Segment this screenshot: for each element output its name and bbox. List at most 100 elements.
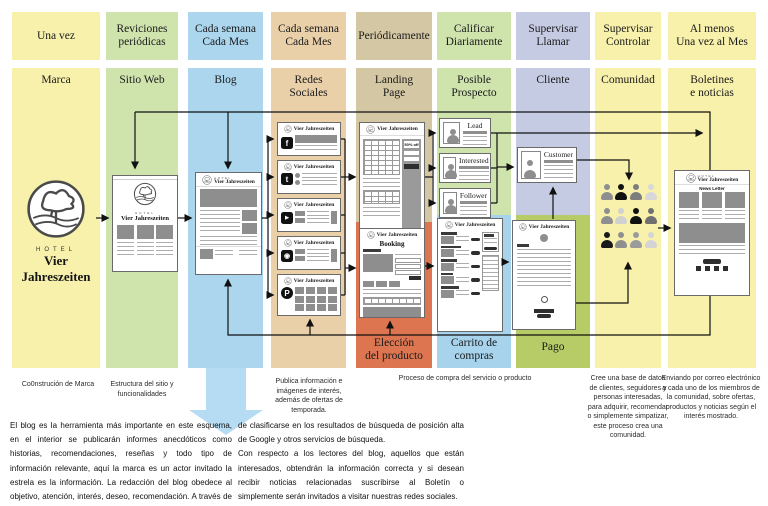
person-icon xyxy=(446,129,459,143)
placeholder xyxy=(441,232,457,235)
checkout-button[interactable] xyxy=(484,246,497,250)
label-pago: Pago xyxy=(541,341,565,353)
placeholder xyxy=(517,244,529,247)
website-text-columns xyxy=(113,239,177,255)
facebook-icon[interactable] xyxy=(696,266,701,271)
label-redes: Redes Sociales xyxy=(289,74,328,99)
buy-button[interactable] xyxy=(471,291,480,296)
brand-word: HOTEL xyxy=(214,175,232,180)
brand-name: Vier Jahreszeiten xyxy=(120,215,170,222)
placeholder xyxy=(441,245,461,248)
placeholder xyxy=(363,288,421,295)
rate-table xyxy=(363,139,400,175)
header-reviciones: Reviciones periódicas xyxy=(106,12,178,60)
placeholder xyxy=(242,223,257,234)
input-field[interactable] xyxy=(395,263,421,269)
placeholder xyxy=(295,249,329,262)
instagram-icon[interactable] xyxy=(714,266,719,271)
placeholder xyxy=(459,201,487,204)
placeholder xyxy=(484,237,497,246)
brand-name: Vier Jahreszeiten xyxy=(697,176,739,183)
input-field[interactable] xyxy=(404,151,419,155)
twitter-icon[interactable] xyxy=(705,266,710,271)
brand-word: HOTEL xyxy=(35,247,76,253)
brand-name: Vier Jahreszeiten xyxy=(376,231,418,238)
pinterest-icon[interactable] xyxy=(723,266,728,271)
placeholder xyxy=(441,272,453,275)
blog-body xyxy=(196,209,261,235)
placeholder xyxy=(307,217,329,223)
placeholder xyxy=(543,165,573,179)
person-icon xyxy=(644,232,657,248)
input-field[interactable] xyxy=(395,257,421,263)
placeholder xyxy=(441,259,457,262)
brand-word: HOTEL xyxy=(134,211,155,215)
avatar xyxy=(295,180,300,185)
card-brand: Vier Jahreszeiten xyxy=(278,123,340,134)
youtube-card: Vier Jahreszeiten ▶ xyxy=(277,198,341,232)
person-icon xyxy=(644,184,657,200)
photo-frame xyxy=(443,157,457,179)
placeholder xyxy=(456,263,469,270)
brand-name: Vier Jahreszeiten xyxy=(21,253,91,284)
pinterest-icon: P xyxy=(281,287,293,299)
input-field[interactable] xyxy=(395,269,421,275)
offer-button[interactable] xyxy=(703,259,721,264)
placeholder xyxy=(456,290,469,297)
customer-card: Customer xyxy=(517,147,577,183)
room-list xyxy=(441,232,480,298)
placeholder xyxy=(679,210,699,220)
photo-frame xyxy=(443,122,460,144)
placeholder xyxy=(113,176,177,180)
avatar xyxy=(295,173,300,178)
person-icon xyxy=(600,232,613,248)
placeholder xyxy=(316,295,327,303)
paragraph-right-a: de clasificarse en los resultados de bús… xyxy=(238,421,464,445)
cart-body xyxy=(438,230,502,300)
card-brand: Vier Jahreszeiten xyxy=(513,221,575,232)
placeholder xyxy=(295,304,305,311)
input-field[interactable] xyxy=(404,157,419,161)
brand-name: Vier Jahreszeiten xyxy=(377,126,418,132)
placeholder xyxy=(295,135,337,151)
brand-name: Vier Jahreszeiten xyxy=(293,201,335,208)
caption-sitio-web: Estructura del sitio y funcionalidades xyxy=(110,381,174,398)
buy-button[interactable] xyxy=(471,278,480,282)
label-marca: Marca xyxy=(41,74,71,86)
label-blog: Blog xyxy=(214,74,237,86)
pinterest-content: P xyxy=(278,286,340,312)
tweet-row xyxy=(295,173,337,178)
calendar xyxy=(363,190,400,204)
card-brand: Vier Jahreszeiten xyxy=(360,229,424,240)
community-people xyxy=(600,184,658,248)
newsletter-social-icons xyxy=(675,266,749,271)
paragraph-blog-right: de clasificarse en los resultados de bús… xyxy=(238,419,464,504)
card-brand: Vier Jahreszeiten xyxy=(360,123,424,136)
cta-button[interactable] xyxy=(404,164,419,169)
placeholder xyxy=(679,245,745,257)
youtube-icon: ▶ xyxy=(281,211,293,224)
hotel-logo-icon xyxy=(284,239,292,247)
caption-proceso: Proceso de compra del servicio o product… xyxy=(398,375,532,382)
prospect-title: Follower xyxy=(459,191,487,200)
hotel-logo-icon xyxy=(367,231,375,239)
placeholder xyxy=(305,287,316,294)
blog-highlight-arrow xyxy=(206,368,246,410)
brand-name: Vier Jahreszeiten xyxy=(293,163,335,170)
buy-button[interactable] xyxy=(471,251,480,255)
placeholder xyxy=(517,248,571,287)
placeholder xyxy=(215,250,233,258)
confirm-button[interactable] xyxy=(537,313,551,318)
placeholder xyxy=(331,211,337,224)
buy-button[interactable] xyxy=(471,237,480,242)
book-button[interactable] xyxy=(409,275,421,280)
thumbnail xyxy=(295,255,305,261)
paragraph-right-b: Con respecto a los lectores del blog, aq… xyxy=(238,449,464,502)
header-supervisar-controlar: Supervisar Controlar xyxy=(595,12,661,60)
calendar-strip xyxy=(363,296,421,305)
buy-button[interactable] xyxy=(471,264,480,269)
secure-icon xyxy=(540,295,548,303)
label-prospecto: Posible Prospecto xyxy=(451,74,497,99)
person-icon xyxy=(615,184,628,200)
pay-button[interactable] xyxy=(534,308,554,313)
